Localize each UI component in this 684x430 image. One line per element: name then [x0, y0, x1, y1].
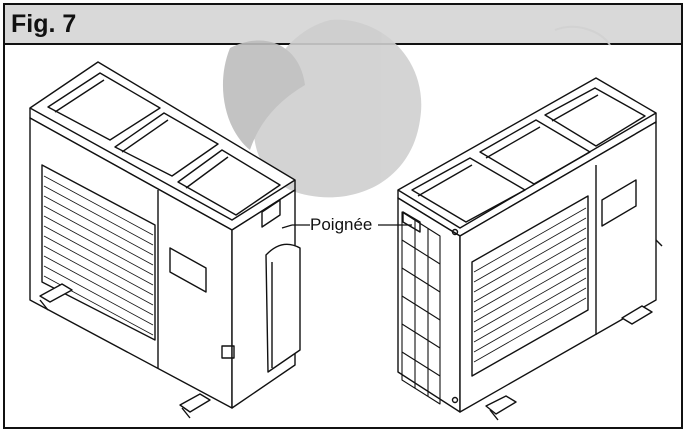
- handle-callout: Poignée: [281, 215, 412, 234]
- watermark-logo: [222, 19, 611, 198]
- figure-title: Fig. 7: [11, 10, 77, 38]
- outdoor-unit-left: [29, 61, 301, 419]
- callout-label: Poignée: [310, 215, 372, 234]
- outdoor-unit-right: [397, 77, 663, 421]
- callout-leader-left-tip: [281, 224, 293, 229]
